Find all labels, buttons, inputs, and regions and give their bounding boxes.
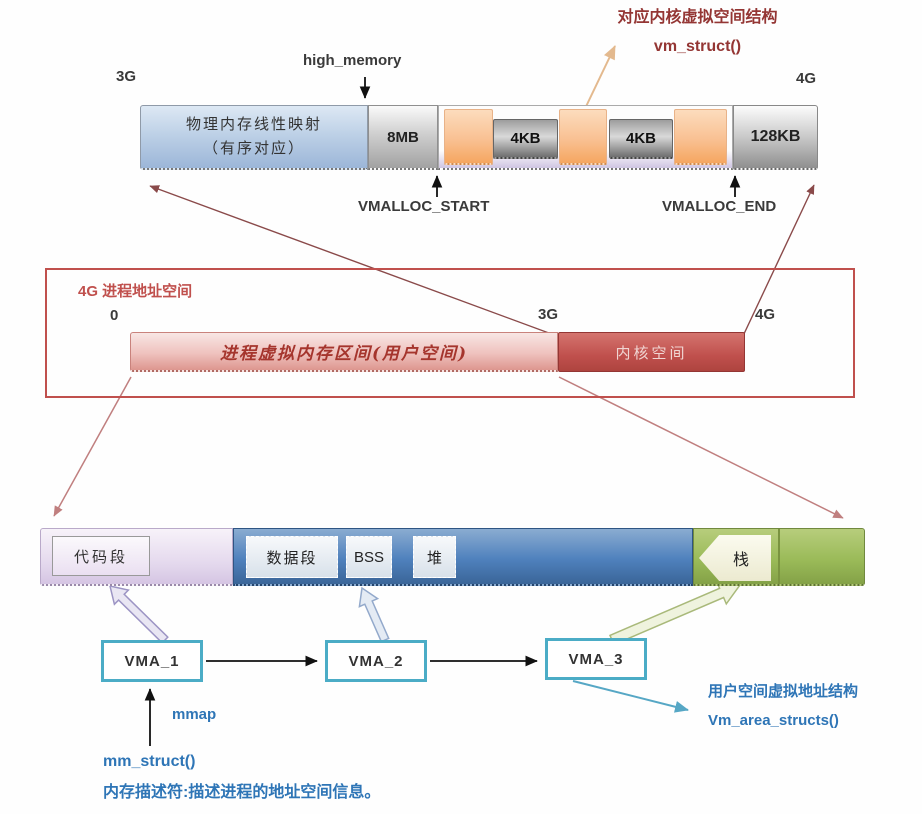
vma1-code-arrow — [108, 585, 169, 644]
mid-3g-label: 3G — [538, 306, 559, 323]
bss-segment-box: BSS — [346, 536, 392, 578]
linear-map-line2: （有序对应） — [202, 140, 305, 157]
user-struct-line2: Vm_area_structs() — [708, 711, 839, 729]
vma2-node: VMA_2 — [325, 640, 427, 682]
top-3g-label: 3G — [116, 68, 137, 85]
vmalloc-start-label: VMALLOC_START — [358, 198, 490, 215]
stack-segment-box: 栈 — [699, 535, 771, 581]
data-heap-segment: 数据段 BSS 堆 — [233, 528, 693, 586]
mid-4g-label: 4G — [755, 306, 776, 323]
vmalloc-area-segment: 4KB 4KB — [438, 105, 733, 170]
vma1-node: VMA_1 — [101, 640, 203, 682]
4kb-gap-2: 4KB — [609, 119, 673, 159]
mm-struct-desc: 内存描述符:描述进程的地址空间信息。 — [103, 784, 381, 801]
vmalloc-block-2 — [559, 109, 607, 165]
process-space-box — [45, 268, 855, 398]
kernel-annotation-line2: vm_struct() — [653, 37, 742, 55]
user-struct-annotation: 用户空间虚拟地址结构 Vm_area_structs() — [708, 678, 922, 735]
kernel-space-segment: 内核空间 — [558, 332, 745, 372]
8mb-gap-segment: 8MB — [368, 105, 438, 170]
user-3g-map-line — [558, 376, 844, 519]
128kb-gap-segment: 128KB — [733, 105, 818, 170]
data-segment-box: 数据段 — [246, 536, 338, 578]
linear-map-segment: 物理内存线性映射 （有序对应） — [140, 105, 368, 170]
vma3-node: VMA_3 — [545, 638, 647, 680]
high-memory-label: high_memory — [303, 52, 402, 69]
kernel-annotation-line1: 对应内核虚拟空间结构 — [617, 9, 778, 26]
process-space-title: 4G 进程地址空间 — [78, 283, 193, 300]
stack-divider — [778, 529, 780, 584]
kernel-annotation: 对应内核虚拟空间结构 vm_struct() — [575, 4, 820, 62]
mm-struct-label: mm_struct() — [103, 753, 196, 770]
vma3-stack-arrow — [609, 580, 742, 646]
user-struct-line1: 用户空间虚拟地址结构 — [708, 683, 859, 700]
code-segment-box: 代码段 — [52, 536, 150, 576]
4kb-gap-1: 4KB — [493, 119, 558, 159]
linear-map-line1: 物理内存线性映射 — [185, 116, 322, 133]
mid-0-label: 0 — [110, 307, 119, 324]
vmalloc-block-3 — [674, 109, 727, 165]
user-space-segment: 进程虚拟内存区间(用户空间) — [130, 332, 558, 372]
heap-segment-box: 堆 — [413, 536, 456, 578]
vm-area-structs-pointer-arrow — [572, 680, 689, 713]
vma2-data-arrow — [358, 586, 390, 643]
stack-area-segment: 栈 — [693, 528, 865, 586]
vmalloc-end-label: VMALLOC_END — [662, 198, 777, 215]
top-4g-label: 4G — [796, 70, 817, 87]
vmalloc-block-1 — [444, 109, 493, 165]
mmap-label: mmap — [172, 706, 217, 723]
